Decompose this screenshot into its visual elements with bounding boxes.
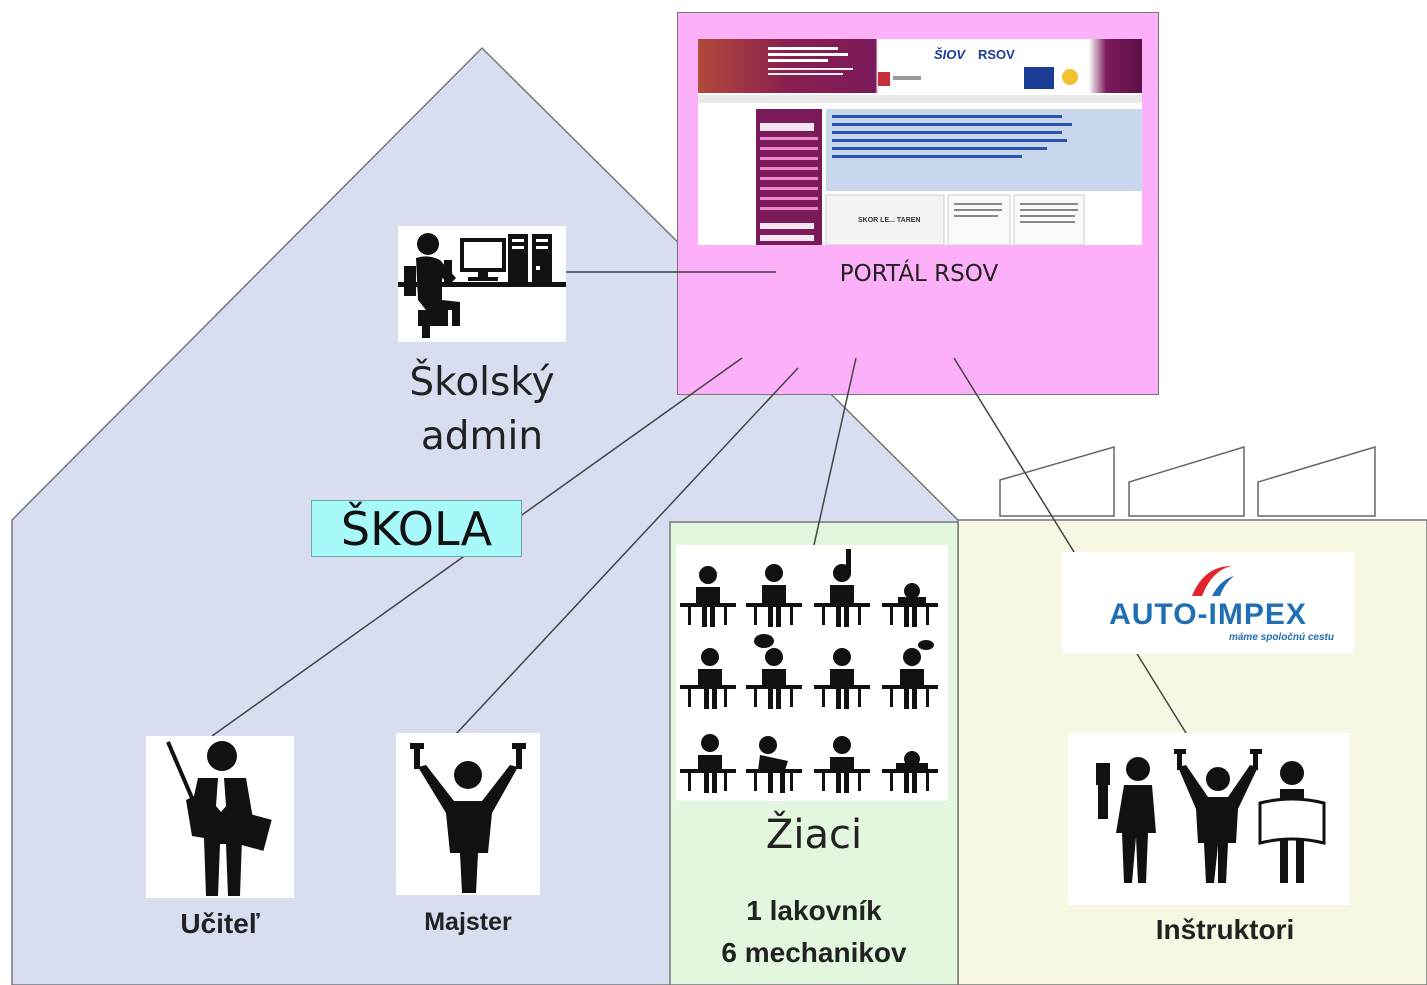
rsov-logo-text: RSOV [978, 47, 1015, 62]
portal-screenshot-graphic [698, 47, 1142, 245]
school-label: ŠKOLA [311, 500, 522, 557]
admin-label-line1: Školský [409, 360, 555, 405]
computer-user-icon [398, 233, 566, 338]
teacher-label: Učiteľ [180, 908, 260, 939]
factory-roof-2 [1128, 445, 1245, 517]
portal-screenshot-caption: SKOR LE... TAREN [858, 217, 921, 224]
school-admin-pictogram [398, 226, 566, 342]
master-with-tools-icon [410, 743, 526, 893]
instructors-label: Inštruktori [1155, 914, 1295, 945]
students-pictogram [676, 545, 948, 801]
company-logo-text: AUTO-IMPEX [1109, 598, 1307, 631]
portal-screenshot: ŠIOV RSOV SKOR LE... TAREN [698, 39, 1142, 245]
instructors-pictogram [1068, 733, 1350, 905]
admin-label: Školský admin [370, 356, 594, 464]
students-at-desks-icon [680, 549, 938, 793]
factory-roof-1 [999, 446, 1115, 517]
students-detail-line1: 1 lakovník [746, 895, 882, 926]
portal-title: PORTÁL RSOV [839, 261, 999, 287]
teacher-pictogram [146, 736, 294, 898]
auto-impex-swoosh-icon [1192, 566, 1234, 596]
students-label: Žiaci [765, 812, 863, 858]
master-label: Majster [424, 908, 512, 936]
master-pictogram [396, 733, 540, 895]
admin-label-line2: admin [420, 414, 544, 459]
company-logo: AUTO-IMPEX máme spoločnú cestu [1062, 552, 1354, 654]
factory-roof-3 [1257, 445, 1376, 517]
portal-box: ŠIOV RSOV SKOR LE... TAREN PORTÁL RSOV [677, 12, 1159, 395]
company-tagline: máme spoločnú cestu [1228, 632, 1334, 643]
teacher-icon [166, 741, 272, 896]
students-detail-line2: 6 mechanikov [721, 937, 907, 968]
siov-logo-text: ŠIOV [934, 47, 966, 62]
students-detail: 1 lakovník 6 mechanikov [670, 890, 958, 974]
instructors-icon [1096, 749, 1326, 883]
